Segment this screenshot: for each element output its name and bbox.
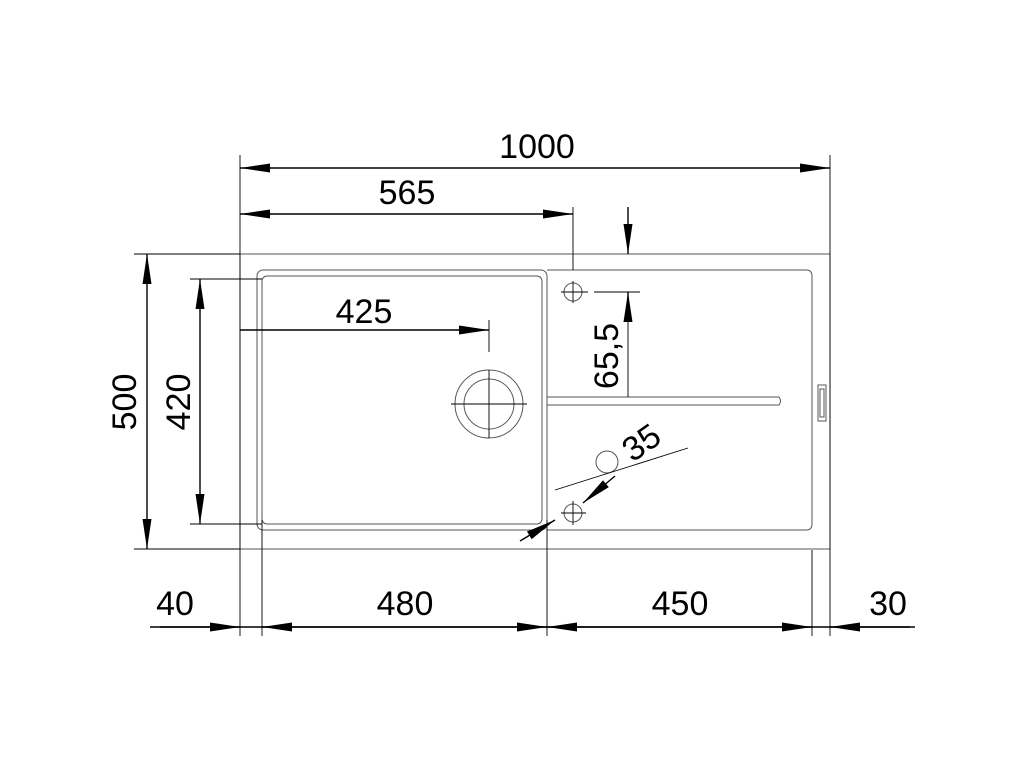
- sink-outer-outline: [239, 253, 831, 550]
- dim-label-40: 40: [156, 585, 194, 623]
- lower-hole-icon: [561, 501, 586, 525]
- dim-line-35: [519, 519, 556, 542]
- drain-icon: [451, 369, 527, 439]
- dim-label-65-5: 65,5: [588, 323, 626, 389]
- overflow-slot-inner: [819, 388, 825, 418]
- dim-line-35-upper: [582, 475, 616, 504]
- drainer-outline: [547, 269, 813, 531]
- drainer-groove: [547, 396, 781, 406]
- option-hole-icon: [595, 450, 619, 474]
- dim-label-30: 30: [869, 585, 907, 623]
- dim-label-425: 425: [336, 293, 393, 331]
- dimension-labels: 1000 565 425 500 420 65,5 35 40 480 450 …: [106, 128, 907, 623]
- bowl-inner-outline: [261, 275, 543, 525]
- overflow-slot: [817, 384, 827, 422]
- extension-lines: [134, 155, 831, 636]
- dim-label-500: 500: [106, 374, 144, 431]
- tap-hole-icon: [561, 281, 588, 303]
- dimension-lines: [142, 163, 915, 632]
- dim-label-480: 480: [377, 585, 434, 623]
- dim-label-450: 450: [652, 585, 709, 623]
- dim-label-1000: 1000: [499, 128, 575, 166]
- bowl-outline: [256, 269, 548, 531]
- dim-label-565: 565: [379, 174, 436, 212]
- dim-label-420: 420: [160, 374, 198, 431]
- sink-body: [239, 253, 831, 550]
- dim-label-35: 35: [615, 417, 668, 470]
